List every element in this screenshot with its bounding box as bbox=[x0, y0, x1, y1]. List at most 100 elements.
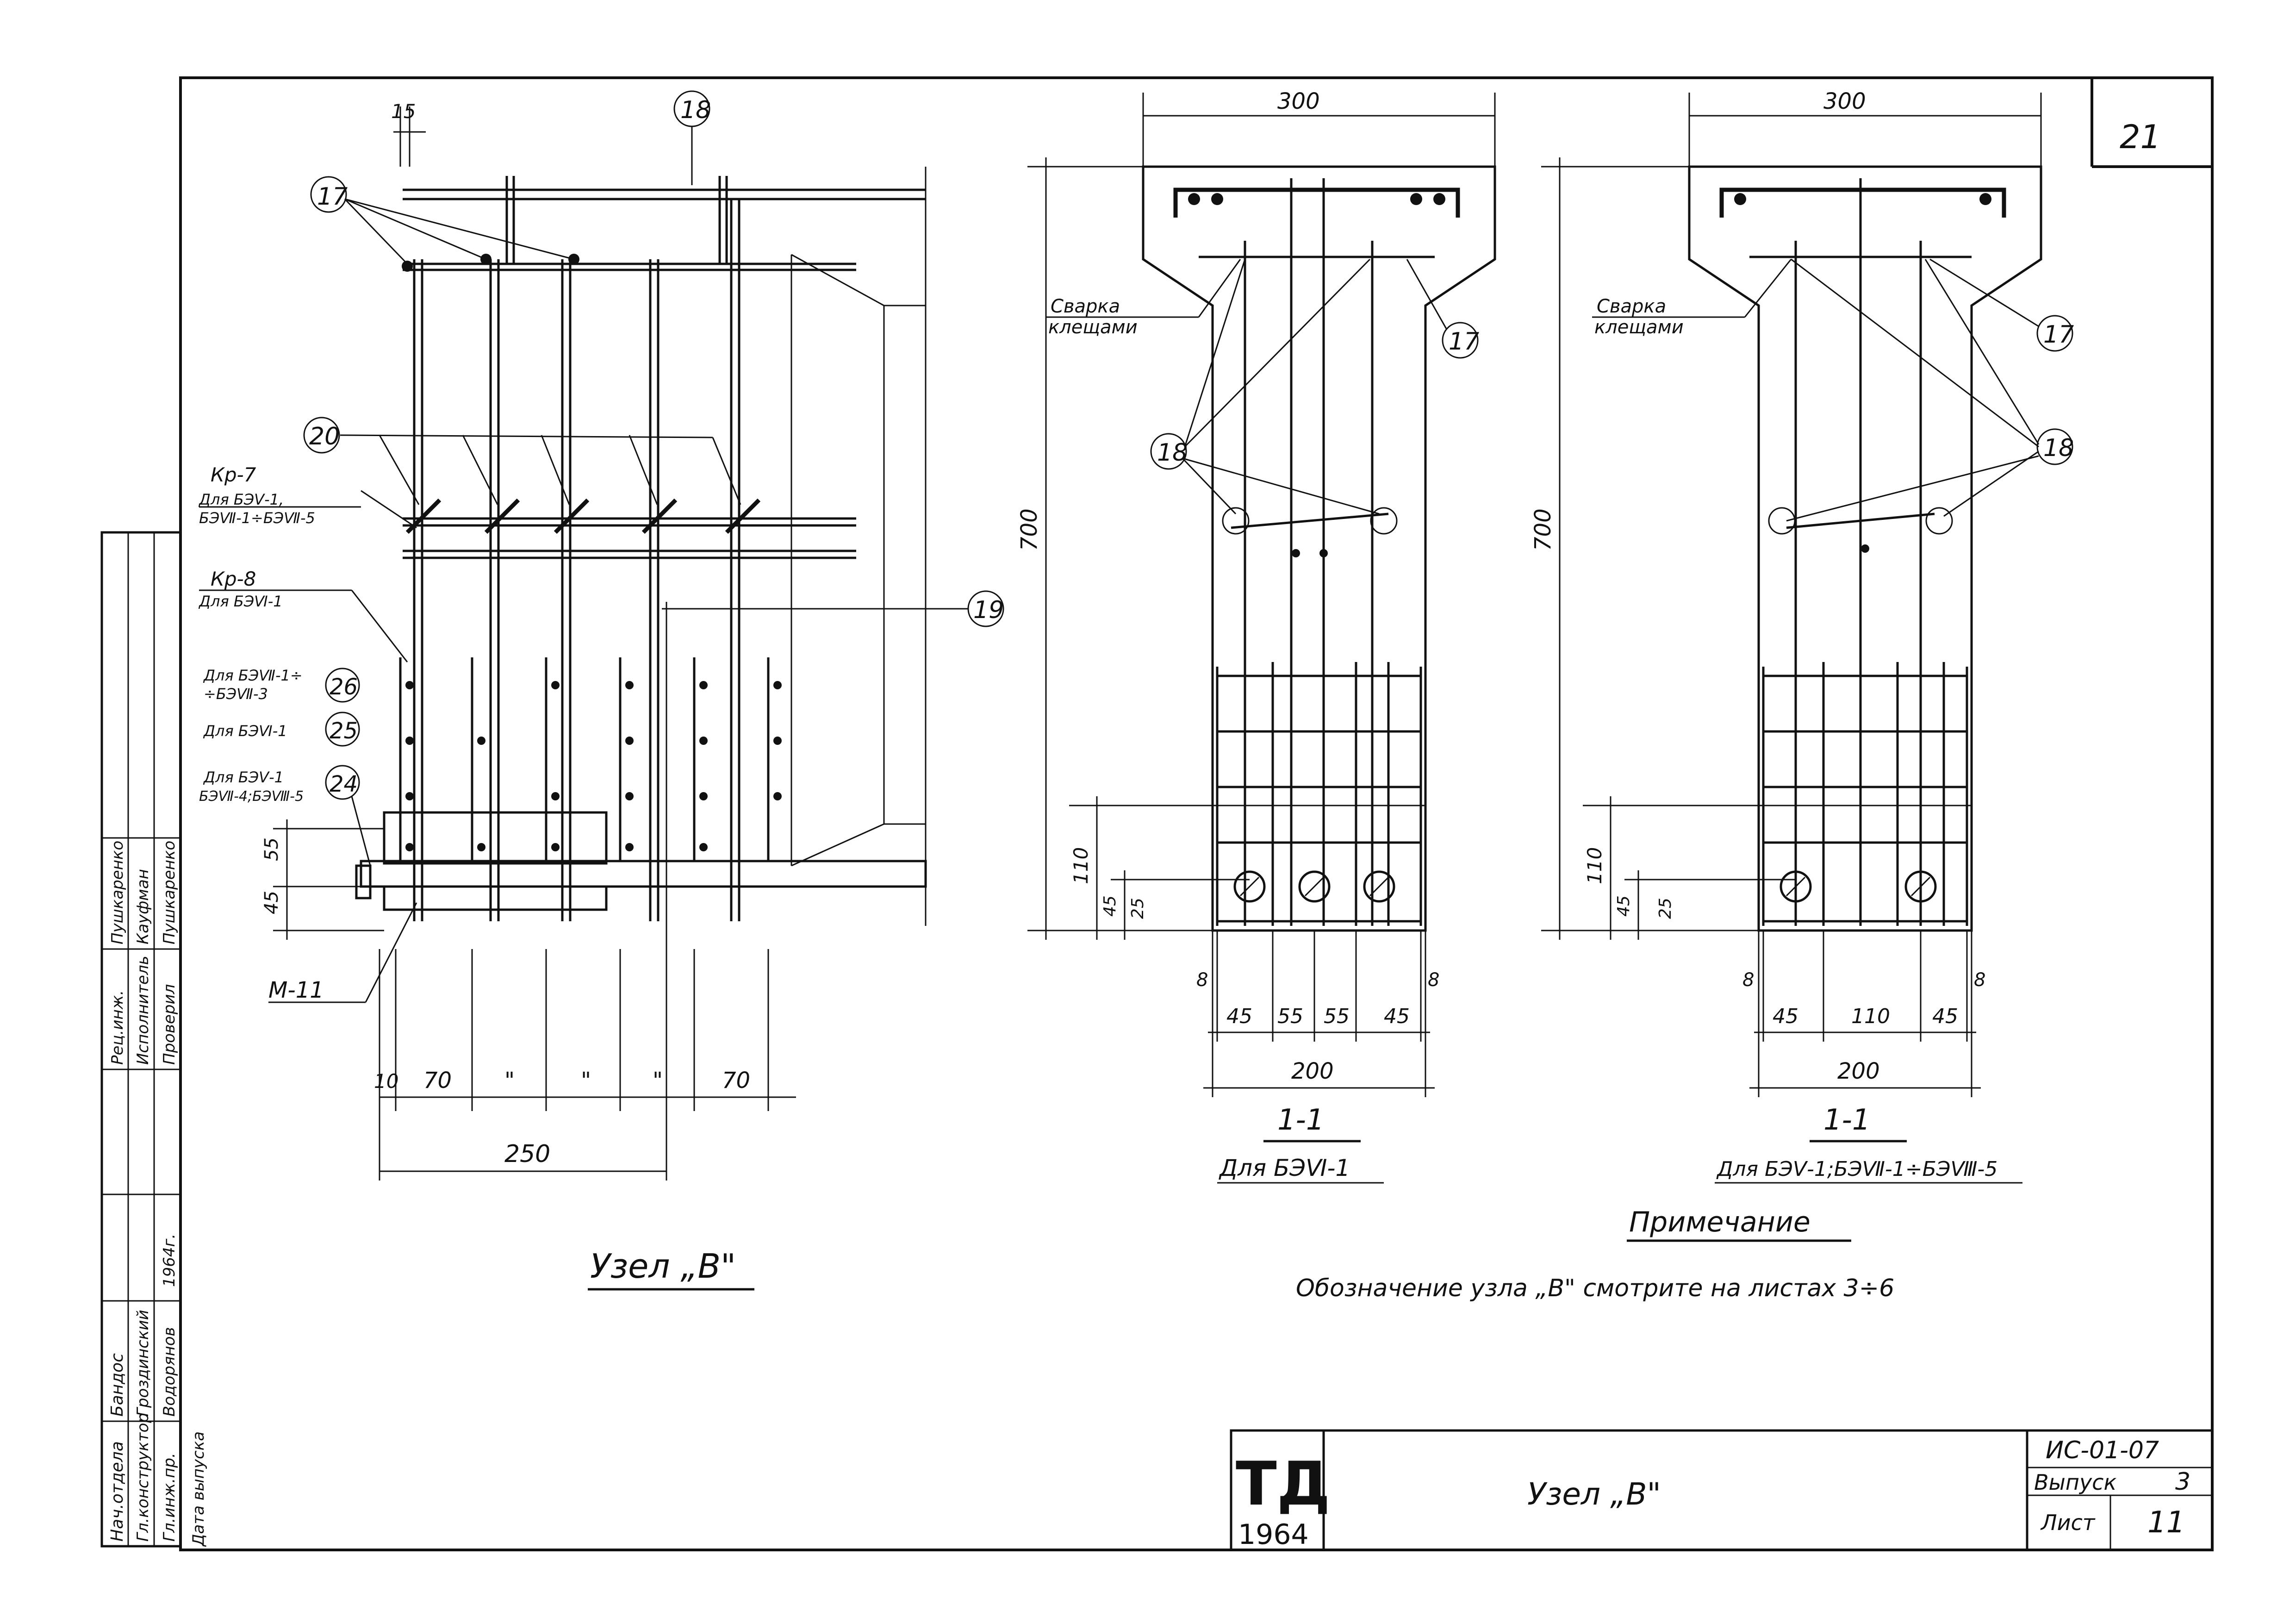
svg-text:200: 200 bbox=[1837, 1058, 1880, 1084]
svg-text:25: 25 bbox=[1128, 898, 1147, 919]
svg-text:10: 10 bbox=[374, 1070, 398, 1093]
svg-text:Исполнитель: Исполнитель bbox=[134, 956, 152, 1065]
svg-text:Нач.отдела: Нач.отдела bbox=[108, 1441, 127, 1542]
vertical-bars bbox=[413, 176, 740, 921]
svg-text:20: 20 bbox=[309, 423, 340, 450]
svg-text:55: 55 bbox=[261, 837, 282, 861]
callout-24: 24 bbox=[325, 765, 371, 866]
svg-text:1-1: 1-1 bbox=[1823, 1103, 1870, 1137]
svg-text:Сварка: Сварка bbox=[1597, 296, 1666, 317]
svg-text:Для БЭⅥ-1: Для БЭⅥ-1 bbox=[198, 593, 283, 610]
svg-text:БЭⅦ-4;БЭⅧ-5: БЭⅦ-4;БЭⅧ-5 bbox=[199, 788, 304, 805]
svg-text:Для БЭⅤ-1,: Для БЭⅤ-1, bbox=[198, 491, 284, 508]
section-a: Сварка клещами 17 18 300 700 110 45 25 bbox=[1016, 88, 1496, 1184]
svg-text:Для БЭⅥ-1: Для БЭⅥ-1 bbox=[1219, 1155, 1350, 1181]
svg-text:8: 8 bbox=[1196, 969, 1208, 991]
svg-text:250: 250 bbox=[504, 1140, 550, 1168]
svg-text:клещами: клещами bbox=[1048, 317, 1138, 338]
svg-text:Для БЭⅥ-1: Для БЭⅥ-1 bbox=[203, 722, 287, 740]
svg-text:70: 70 bbox=[423, 1068, 452, 1093]
issue-value: 3 bbox=[2175, 1468, 2190, 1496]
svg-text:700: 700 bbox=[1530, 508, 1556, 551]
svg-text:Кр-7: Кр-7 bbox=[211, 463, 256, 486]
svg-text:45: 45 bbox=[1226, 1005, 1252, 1028]
svg-text:25: 25 bbox=[330, 718, 358, 744]
svg-text:300: 300 bbox=[1277, 88, 1320, 114]
diagonal-ties bbox=[405, 498, 761, 534]
svg-text:Пушкаренко: Пушкаренко bbox=[108, 841, 127, 944]
note-text: Обозначение узла „В" смотрите на листах … bbox=[1296, 1274, 1894, 1302]
svg-text:Гроздинский: Гроздинский bbox=[134, 1310, 152, 1417]
page-number: 21 bbox=[2120, 118, 2161, 156]
svg-text:55: 55 bbox=[1277, 1005, 1303, 1028]
svg-text:клещами: клещами bbox=[1594, 317, 1684, 338]
side-stamp: Нач.отдела Гл.конструктор Гл.инж.пр. Бан… bbox=[100, 531, 182, 1548]
td-logo: ТД 1964 bbox=[1236, 1449, 1330, 1551]
title-block: ТД 1964 Узел „В" ИС-01-07 Выпуск 3 Лист … bbox=[1230, 1429, 2214, 1551]
svg-text:24: 24 bbox=[330, 771, 358, 797]
note-heading: Примечание bbox=[1629, 1206, 1811, 1238]
svg-text:Для БЭⅤ-1: Для БЭⅤ-1 bbox=[203, 768, 284, 786]
svg-text:18: 18 bbox=[1157, 439, 1188, 467]
svg-text:1964: 1964 bbox=[1238, 1518, 1309, 1551]
svg-text:8: 8 bbox=[1428, 969, 1439, 991]
side-stamp-date-label: Дата выпуска bbox=[189, 1431, 208, 1547]
svg-text:45: 45 bbox=[1101, 895, 1120, 917]
drawing-code: ИС-01-07 bbox=[2046, 1437, 2159, 1464]
svg-text:8: 8 bbox=[1742, 969, 1754, 991]
svg-text:БЭⅦ-1÷БЭⅦ-5: БЭⅦ-1÷БЭⅦ-5 bbox=[199, 509, 315, 527]
sheet-value: 11 bbox=[2147, 1505, 2185, 1540]
node-b-elevation: 17 18 20 19 26 bbox=[198, 90, 1004, 1291]
sheet-frame: 21 bbox=[179, 76, 2214, 1551]
callout-19: 19 bbox=[662, 590, 1004, 627]
svg-text:": " bbox=[504, 1068, 515, 1093]
svg-text:55: 55 bbox=[1324, 1005, 1350, 1028]
svg-text:Гл.конструктор: Гл.конструктор bbox=[134, 1413, 152, 1542]
svg-text:М-11: М-11 bbox=[268, 977, 324, 1003]
svg-text:Кр-8: Кр-8 bbox=[211, 568, 256, 590]
svg-text:45: 45 bbox=[1932, 1005, 1958, 1028]
lower-stirrups bbox=[399, 657, 770, 861]
svg-text:Гл.инж.пр.: Гл.инж.пр. bbox=[160, 1453, 179, 1542]
svg-text:70: 70 bbox=[722, 1068, 750, 1093]
svg-text:Кауфман: Кауфман bbox=[134, 869, 152, 944]
svg-text:Для БЭⅤ-1;БЭⅦ-1÷БЭⅧ-5: Для БЭⅤ-1;БЭⅦ-1÷БЭⅧ-5 bbox=[1716, 1157, 1997, 1181]
svg-text:45: 45 bbox=[1614, 895, 1633, 917]
svg-text:19: 19 bbox=[973, 596, 1004, 624]
title-block-name: Узел „В" bbox=[1527, 1476, 1661, 1512]
svg-text:÷БЭⅦ-3: ÷БЭⅦ-3 bbox=[204, 685, 268, 703]
svg-text:Сварка: Сварка bbox=[1051, 296, 1120, 317]
svg-text:1-1: 1-1 bbox=[1277, 1103, 1324, 1137]
svg-text:45: 45 bbox=[1384, 1005, 1410, 1028]
svg-text:17: 17 bbox=[317, 183, 348, 211]
svg-text:700: 700 bbox=[1016, 508, 1042, 551]
callout-20: 20 bbox=[303, 417, 741, 505]
node-title: Узел „В" bbox=[588, 1247, 754, 1291]
svg-text:110: 110 bbox=[1070, 847, 1092, 884]
svg-text:8: 8 bbox=[1974, 969, 1985, 991]
left-labels: Кр-7 Для БЭⅤ-1, БЭⅦ-1÷БЭⅦ-5 Кр-8 Для БЭⅥ… bbox=[198, 463, 417, 1003]
svg-text:": " bbox=[581, 1068, 591, 1093]
svg-text:200: 200 bbox=[1291, 1058, 1334, 1084]
svg-text:110: 110 bbox=[1583, 847, 1606, 884]
callout-26: 26 bbox=[325, 668, 360, 703]
svg-text:Узел „В": Узел „В" bbox=[590, 1247, 736, 1286]
svg-text:Для БЭⅦ-1÷: Для БЭⅦ-1÷ bbox=[203, 667, 303, 684]
svg-text:45: 45 bbox=[1773, 1005, 1798, 1028]
callout-18: 18 bbox=[673, 90, 711, 185]
svg-text:300: 300 bbox=[1823, 88, 1866, 114]
svg-text:45: 45 bbox=[261, 891, 282, 914]
svg-text:17: 17 bbox=[2043, 321, 2074, 349]
issue-label: Выпуск bbox=[2034, 1470, 2116, 1495]
svg-text:Пушкаренко: Пушкаренко bbox=[160, 841, 179, 944]
note: Примечание Обозначение узла „В" смотрите… bbox=[1296, 1206, 1894, 1302]
svg-text:18: 18 bbox=[680, 96, 711, 124]
svg-text:25: 25 bbox=[1656, 898, 1675, 919]
svg-text:Рец.инж.: Рец.инж. bbox=[108, 990, 127, 1065]
bar-dots bbox=[402, 254, 782, 851]
left-dimensions: 15 10 70 " " " 70 250 55 45 bbox=[261, 100, 796, 1181]
svg-text:1964г.: 1964г. bbox=[160, 1234, 179, 1287]
svg-text:110: 110 bbox=[1851, 1005, 1890, 1028]
callout-17: 17 bbox=[310, 176, 574, 265]
